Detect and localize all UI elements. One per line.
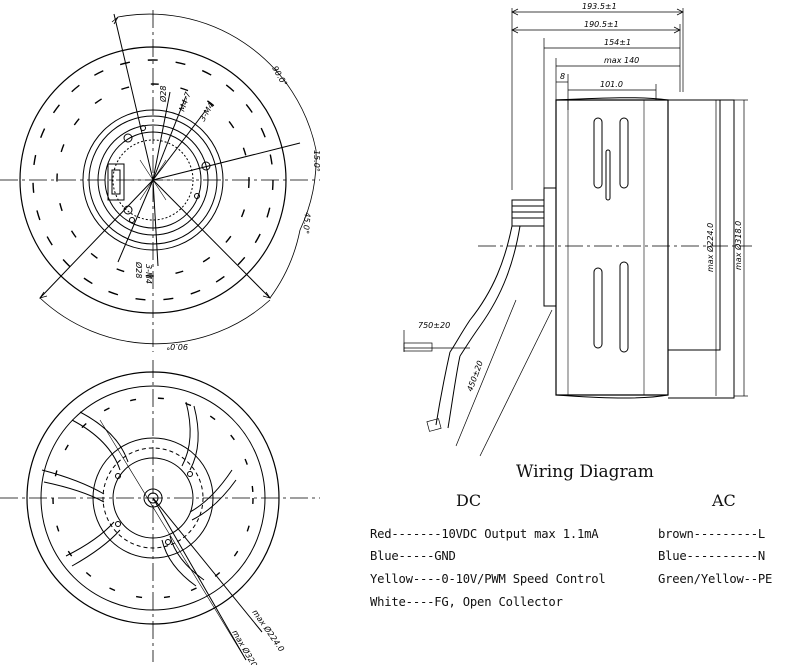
top-view bbox=[0, 10, 320, 352]
impeller-outer-circle bbox=[19, 46, 287, 314]
bottom-max224-label: max Ø224.0 bbox=[250, 607, 286, 653]
thread-label-3: 3-M4 bbox=[144, 264, 153, 284]
dc-line-red: Red-------10VDC Output max 1.1mA bbox=[370, 527, 599, 541]
hole-label-top: Ø28 bbox=[158, 86, 168, 103]
angle-15-label: 15.0° bbox=[312, 150, 321, 172]
side-view bbox=[403, 8, 752, 457]
bottom-view bbox=[0, 360, 320, 662]
dim-8-label: 8 bbox=[560, 72, 565, 81]
thread-label-2: 3-M4 bbox=[198, 101, 216, 123]
dim-101-label: 101.0 bbox=[600, 80, 623, 89]
ac-line-brown: brown---------L bbox=[658, 527, 766, 541]
thread-label-1: M4-7 bbox=[177, 90, 193, 113]
dim-154-label: 154±1 bbox=[604, 38, 631, 47]
dim-dia318-label: max Ø318.0 bbox=[733, 221, 743, 270]
ac-line-green-yellow: Green/Yellow--PE bbox=[658, 572, 773, 586]
angle-90-top-label: 90.0° bbox=[270, 65, 289, 88]
dim-190-label: 190.5±1 bbox=[584, 20, 619, 29]
dc-title: DC bbox=[456, 491, 482, 510]
angle-90-bottom-label: 90.0° bbox=[166, 342, 188, 351]
dc-line-blue: Blue-----GND bbox=[370, 549, 456, 563]
wiring-diagram-title: Wiring Diagram bbox=[516, 462, 654, 482]
ac-title: AC bbox=[712, 491, 736, 510]
bottom-max320-label: max Ø320 bbox=[230, 628, 259, 665]
angle-45-label: 45.0° bbox=[301, 212, 312, 235]
cable-750-label: 750±20 bbox=[418, 321, 450, 330]
dc-line-white: White----FG, Open Collector bbox=[370, 595, 563, 609]
ac-line-blue: Blue----------N bbox=[658, 549, 766, 563]
dim-dia224-label: max Ø224.0 bbox=[705, 223, 715, 272]
dc-line-yellow: Yellow----0-10V/PWM Speed Control bbox=[370, 572, 606, 586]
cable-450-label: 450±20 bbox=[465, 359, 484, 392]
bottom-outer-circle bbox=[26, 371, 280, 625]
dim-193-label: 193.5±1 bbox=[582, 2, 617, 11]
dim-max140-label: max 140 bbox=[604, 56, 639, 65]
hole-label-bottom: Ø28 bbox=[134, 261, 144, 278]
